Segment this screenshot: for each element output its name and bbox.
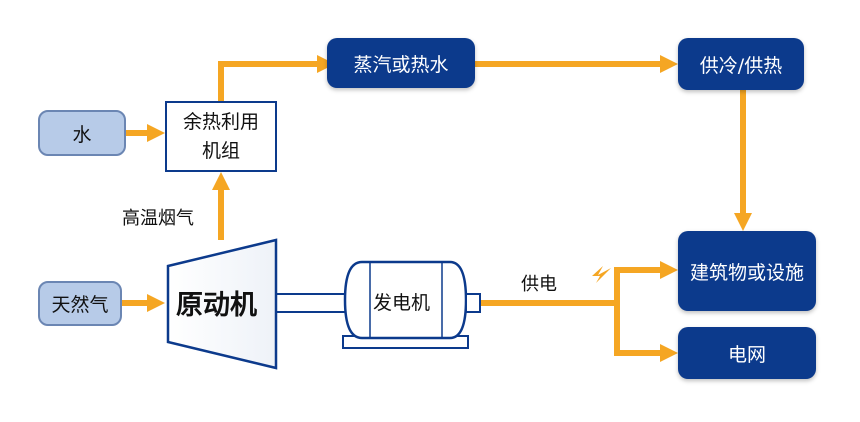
arrowhead — [660, 344, 678, 362]
generator-shape — [342, 260, 481, 349]
lightning-icon — [592, 266, 611, 283]
arrowhead — [212, 172, 230, 190]
water-label: 水 — [72, 123, 92, 146]
cooling-heating-label: 供冷/供热 — [699, 54, 783, 77]
natural-gas-box: 天然气 — [38, 281, 122, 326]
arrowhead — [734, 213, 752, 231]
buildings-box: 建筑物或设施 — [678, 231, 816, 311]
arrowhead — [147, 124, 165, 142]
flow-power-to-buildings — [480, 267, 661, 306]
arrowhead — [317, 55, 335, 73]
flow-power-to-grid — [614, 303, 661, 356]
prime-mover-shape — [166, 238, 278, 370]
flow-unit-to-steam — [218, 61, 318, 101]
arrowhead — [147, 294, 165, 312]
grid-box: 电网 — [678, 327, 816, 379]
water-box: 水 — [38, 110, 126, 156]
prime-mover-label: 原动机 — [176, 290, 257, 321]
flow-lines — [122, 61, 746, 356]
cooling-heating-box: 供冷/供热 — [678, 38, 804, 90]
arrowhead — [660, 261, 678, 279]
waste-heat-unit-label: 余热利用 机组 — [182, 110, 259, 162]
waste-heat-unit-box: 余热利用 机组 — [165, 101, 277, 172]
flue-gas-label: 高温烟气 — [122, 208, 194, 229]
steam-hot-water-label: 蒸汽或热水 — [353, 53, 449, 76]
natural-gas-label: 天然气 — [51, 294, 109, 316]
generator-label: 发电机 — [373, 292, 431, 314]
shaft — [275, 293, 347, 313]
power-supply-label: 供电 — [521, 274, 557, 295]
grid-label: 电网 — [727, 343, 766, 366]
arrowhead — [660, 55, 678, 73]
arrowheads — [147, 55, 752, 362]
buildings-label: 建筑物或设施 — [689, 261, 804, 284]
steam-hot-water-box: 蒸汽或热水 — [327, 38, 475, 88]
